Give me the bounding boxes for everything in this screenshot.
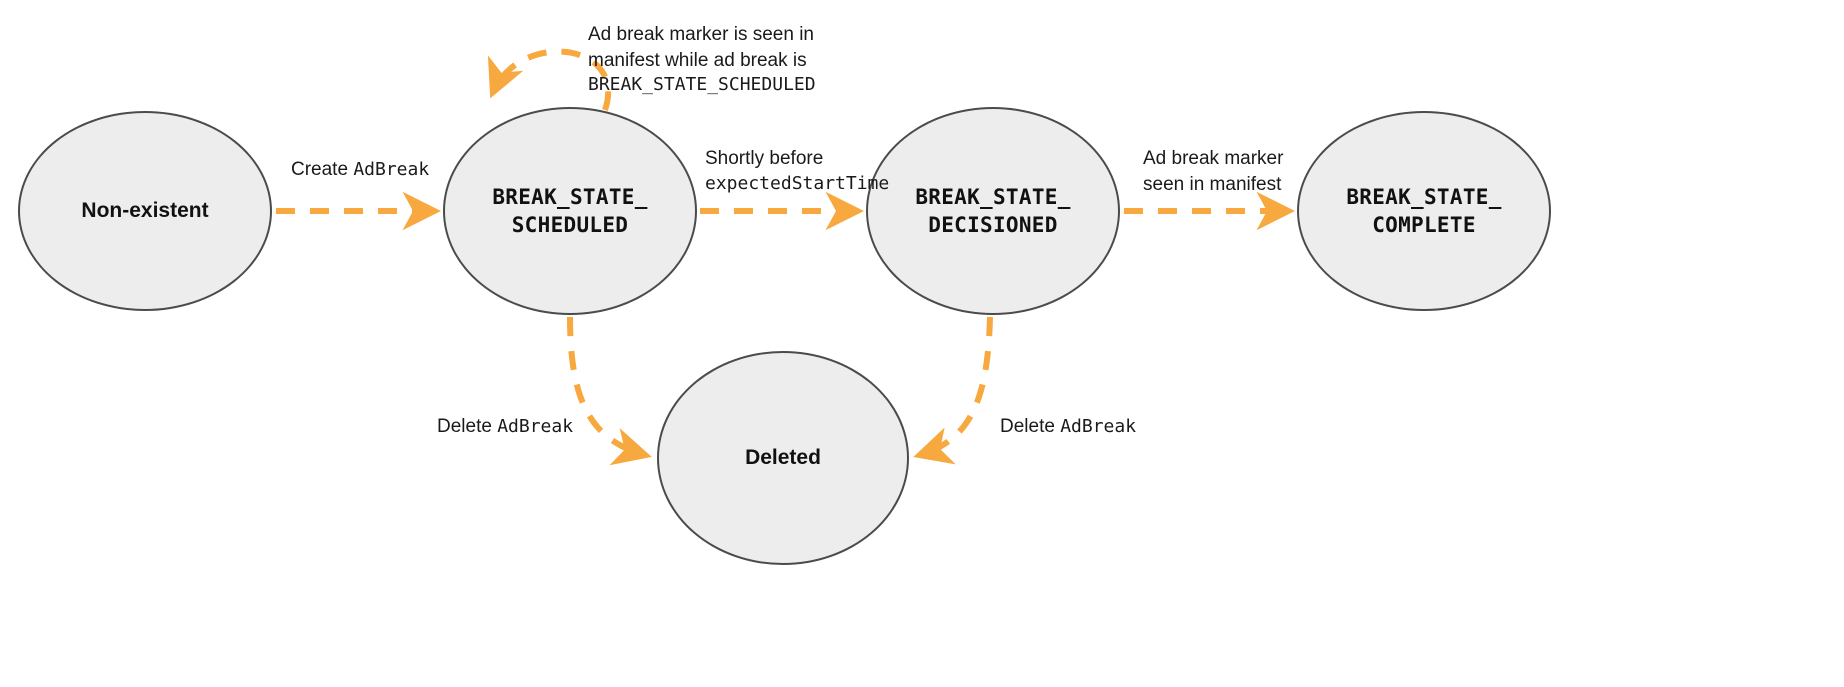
edge-label-line-1: Shortly before [705,148,824,169]
edge-label-text: Delete [1000,416,1061,437]
edge-label-scheduled-self-loop: Ad break marker is seen in manifest whil… [588,22,816,98]
edge-label-text: Create [291,159,354,180]
edge-label-scheduled-to-deleted: Delete AdBreak [437,414,573,440]
state-node-label: BREAK_STATE_ DECISIONED [915,184,1071,237]
edge-decisioned-to-deleted [913,316,993,465]
edge-label-decisioned-to-deleted: Delete AdBreak [1000,414,1136,440]
edge-label-code: AdBreak [353,159,430,180]
edge-label-line-2: expectedStartTime [705,172,890,194]
edge-scheduled-to-deleted [567,316,652,466]
state-node-label: BREAK_STATE_ SCHEDULED [492,184,648,237]
edge-label-code: AdBreak [497,416,574,437]
state-node-label: Non-existent [81,198,209,222]
edge-label-create-adbreak: Create AdBreak [291,157,429,183]
edge-label-line-1: Ad break marker [1143,148,1284,169]
state-node-label: Deleted [745,445,821,469]
edge-scheduled-self-loop [487,48,611,111]
edge-label-line-3: BREAK_STATE_SCHEDULED [588,74,816,96]
state-node-break-state-decisioned[interactable]: BREAK_STATE_ DECISIONED [866,107,1120,315]
edge-label-line-2: manifest while ad break is [588,49,807,71]
state-node-break-state-scheduled[interactable]: BREAK_STATE_ SCHEDULED [443,107,697,315]
edge-label-code: AdBreak [1060,416,1137,437]
state-node-break-state-complete[interactable]: BREAK_STATE_ COMPLETE [1297,111,1551,311]
edge-label-scheduled-to-decisioned: Shortly before expectedStartTime [705,146,889,196]
edge-label-line-1: Ad break marker is seen in [588,24,814,45]
state-node-deleted[interactable]: Deleted [657,351,909,565]
edge-label-decisioned-to-complete: Ad break marker seen in manifest [1143,146,1283,197]
state-node-label: BREAK_STATE_ COMPLETE [1346,184,1502,237]
state-node-non-existent[interactable]: Non-existent [18,111,272,311]
edge-label-line-2: seen in manifest [1143,173,1282,195]
edge-label-text: Delete [437,416,498,437]
